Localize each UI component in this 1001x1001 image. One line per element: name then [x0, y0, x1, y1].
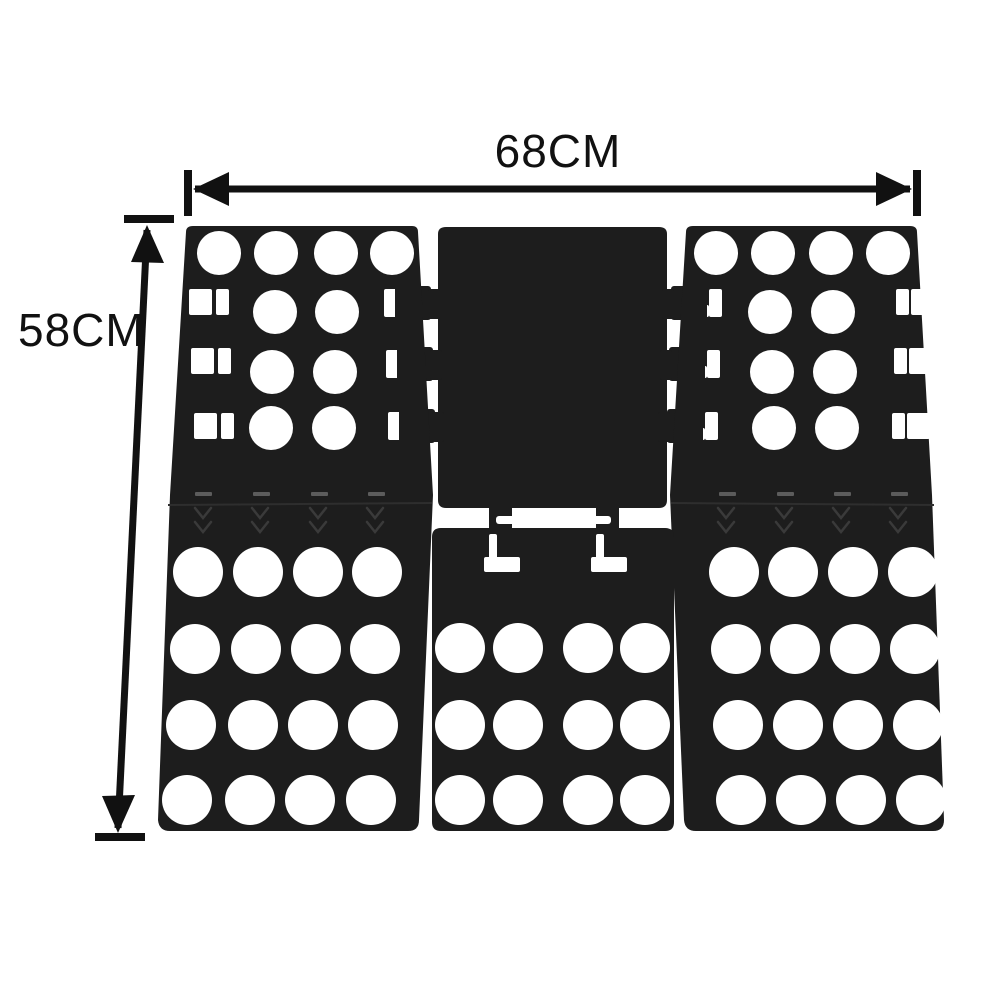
hinge-gap: [496, 516, 611, 524]
dimension-vertical: 58CM: [18, 215, 174, 841]
dimension-tick-top: [124, 215, 174, 223]
fold-crease-line: [167, 502, 433, 506]
dimension-line-vertical: [114, 229, 151, 829]
panel-bottom-center: [432, 516, 674, 831]
fold-arrow-group-right: [716, 506, 908, 535]
crease-notch-group-left: [195, 492, 385, 496]
dimension-tick-left: [184, 170, 192, 216]
panel-bottom-right: [670, 492, 944, 831]
dimension-horizontal: 68CM: [184, 125, 921, 216]
dimension-tick-bottom: [95, 833, 145, 841]
dimension-label-height: 58CM: [18, 304, 145, 356]
panel-top-right: [670, 226, 932, 495]
dimension-label-width: 68CM: [495, 125, 622, 177]
arrowhead-right: [876, 172, 912, 206]
hinge-strap-slot-group: [484, 534, 627, 572]
panel-top-center: [428, 227, 674, 508]
arrowhead-left: [193, 172, 229, 206]
fold-arrow-group-left: [193, 506, 385, 535]
arrowhead-bottom: [102, 795, 135, 833]
panel-top-left: [170, 226, 433, 495]
fold-crease-line: [670, 502, 935, 506]
dimension-tick-right: [913, 170, 921, 216]
arrowhead-top: [131, 225, 164, 263]
panel-bottom-left: [158, 492, 433, 831]
crease-notch-group-right: [719, 492, 908, 496]
